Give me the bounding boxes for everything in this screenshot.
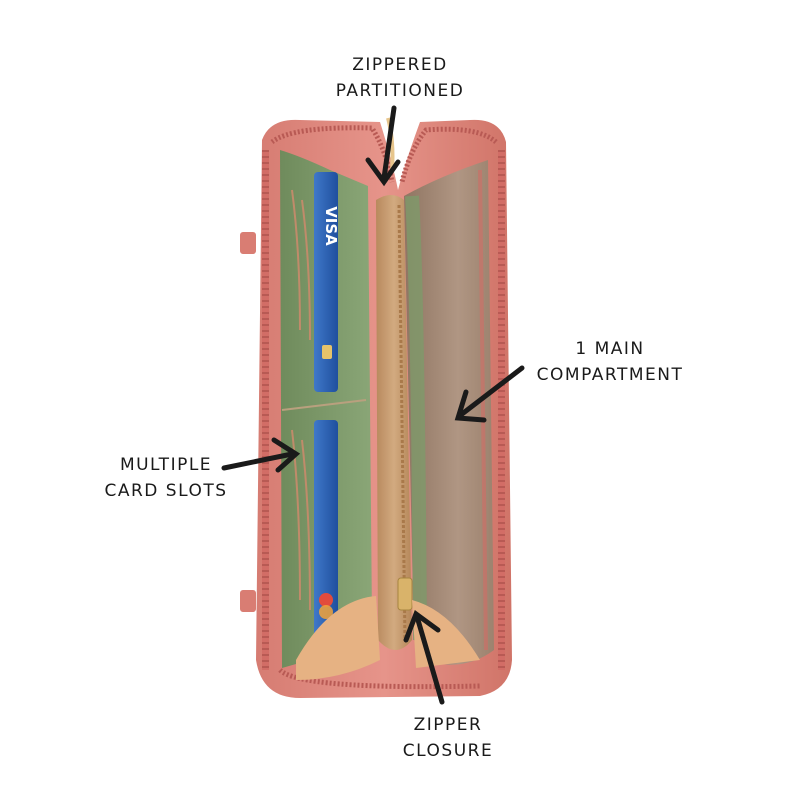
card-slot-line (301, 439, 311, 611)
callout-line: ZIPPERED (352, 55, 448, 75)
arrow-zippered-partitioned (365, 105, 401, 187)
zipper-teeth-right (498, 150, 505, 670)
callout-zippered-partitioned: ZIPPERED PARTITIONED (330, 52, 470, 104)
card-slot-line (301, 199, 311, 341)
callout-line: ZIPPER (413, 715, 483, 735)
card-chip (322, 345, 332, 359)
callout-card-slots: MULTIPLE CARD SLOTS (96, 452, 236, 504)
callout-main-compartment: 1 MAIN COMPARTMENT (530, 336, 690, 388)
card-logo (319, 593, 333, 607)
arrow-card-slots (221, 437, 301, 473)
callout-line: CARD SLOTS (104, 481, 228, 501)
card-slot-panel (280, 150, 372, 668)
compartment-green-edge (405, 195, 427, 641)
card-logo (319, 605, 333, 619)
divider-zipper (397, 204, 407, 641)
callout-zipper-closure: ZIPPER CLOSURE (378, 712, 518, 764)
callout-line: 1 MAIN (575, 339, 645, 359)
main-compartment (404, 160, 494, 665)
zippered-divider-pocket (376, 195, 413, 650)
zipper-top-right (399, 126, 498, 183)
zipper-teeth-left (262, 150, 269, 670)
zipper-top-left (270, 125, 395, 183)
callout-line: PARTITIONED (335, 81, 465, 101)
zipper-pull (397, 577, 413, 611)
credit-card (314, 172, 338, 392)
panel-stitch (281, 399, 367, 411)
callout-line: MULTIPLE (119, 455, 213, 475)
credit-card (314, 420, 338, 642)
compartment-edge (478, 169, 488, 651)
side-tab (240, 232, 256, 254)
arrow-zipper-closure (403, 610, 445, 705)
card-brand: VISA (322, 206, 340, 246)
card-slot-line (291, 189, 301, 331)
card-slot-line (291, 429, 301, 601)
wallet-floor (296, 596, 380, 680)
callout-line: COMPARTMENT (536, 365, 684, 385)
callout-line: CLOSURE (402, 741, 494, 761)
arrow-main-compartment (454, 365, 525, 423)
side-tab (240, 590, 256, 612)
